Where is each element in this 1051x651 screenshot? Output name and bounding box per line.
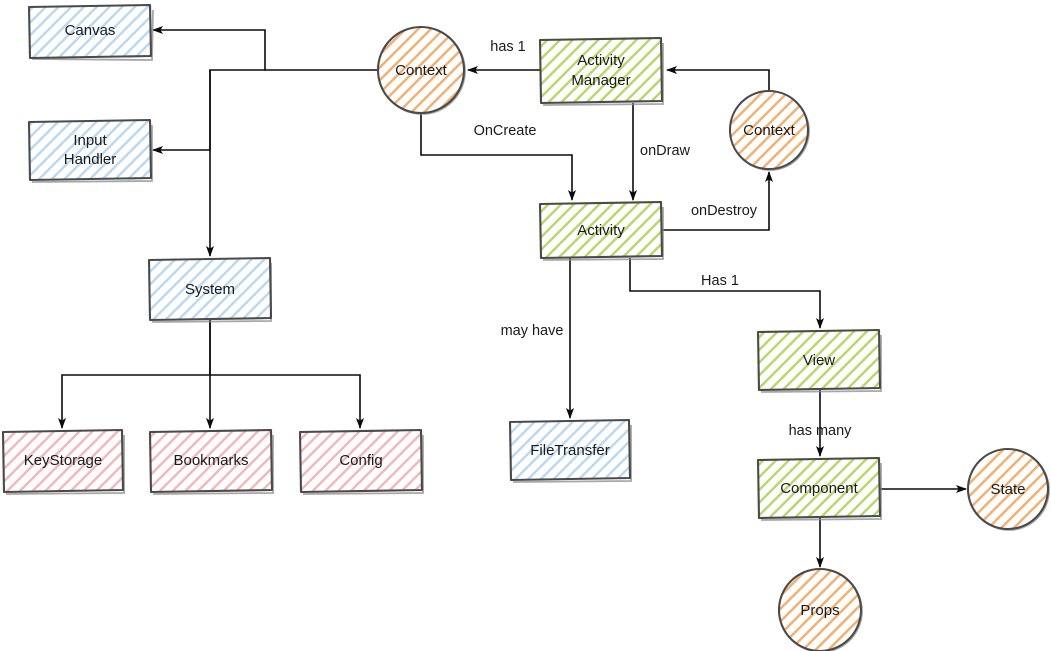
node-input-handler-label-line2: Handler (64, 151, 117, 168)
edge-label-oncreate: OnCreate (474, 123, 537, 139)
node-activity-manager-label-line1: Activity (577, 52, 625, 69)
edge-activity-to-view-has1 (629, 258, 824, 329)
edge-contextright-to-activitymanager (666, 66, 770, 91)
node-activity-manager[interactable]: Activity Manager (538, 36, 664, 106)
node-canvas-label: Canvas (65, 22, 116, 39)
edge-label-ondraw: onDraw (640, 143, 690, 159)
node-system[interactable]: System (147, 256, 273, 323)
edge-activity-to-contextright-ondestroy (662, 171, 773, 231)
node-canvas[interactable]: Canvas (27, 3, 154, 61)
edge-system-to-config (210, 374, 364, 429)
node-state-label: State (990, 481, 1025, 498)
edges-layer (58, 26, 967, 568)
node-context-right-label: Context (743, 122, 796, 139)
edge-label-has-1: has 1 (490, 39, 525, 55)
node-input-handler[interactable]: Input Handler (27, 118, 153, 183)
node-props[interactable]: Props (777, 567, 863, 651)
node-system-label: System (185, 281, 235, 298)
edge-labels-layer: has 1 OnCreate onDraw onDestroy Has 1 ma… (474, 39, 853, 439)
edge-context-to-input-handler (152, 69, 265, 154)
node-activity[interactable]: Activity (538, 200, 664, 261)
node-filetransfer[interactable]: FileTransfer (508, 418, 632, 483)
edge-label-may-have: may have (501, 323, 564, 339)
node-bookmarks[interactable]: Bookmarks (148, 428, 274, 495)
node-activity-label: Activity (577, 222, 625, 239)
node-context-left-label: Context (395, 62, 448, 79)
node-component-label: Component (780, 480, 858, 497)
edge-label-ondestroy: onDestroy (691, 203, 758, 219)
node-filetransfer-label: FileTransfer (530, 442, 609, 459)
node-bookmarks-label: Bookmarks (173, 452, 248, 469)
node-context-left[interactable]: Context (376, 25, 466, 115)
edge-context-to-activity-oncreate (420, 113, 576, 201)
node-keystorage-label: KeyStorage (24, 452, 102, 469)
node-activity-manager-label-line2: Manager (571, 72, 630, 89)
node-view-label: View (803, 352, 835, 369)
edge-system-to-keystorage (58, 320, 211, 429)
node-config[interactable]: Config (298, 428, 424, 495)
node-state[interactable]: State (966, 447, 1050, 531)
edge-label-has-1-view: Has 1 (701, 273, 739, 289)
edge-context-to-canvas (152, 26, 378, 71)
node-keystorage[interactable]: KeyStorage (1, 428, 125, 495)
node-config-label: Config (339, 452, 382, 469)
node-input-handler-label-line1: Input (73, 132, 107, 149)
edge-label-has-many: has many (789, 423, 853, 439)
node-view[interactable]: View (756, 328, 882, 393)
node-context-right[interactable]: Context (728, 89, 810, 171)
node-props-label: Props (800, 602, 839, 619)
node-component[interactable]: Component (756, 456, 882, 521)
